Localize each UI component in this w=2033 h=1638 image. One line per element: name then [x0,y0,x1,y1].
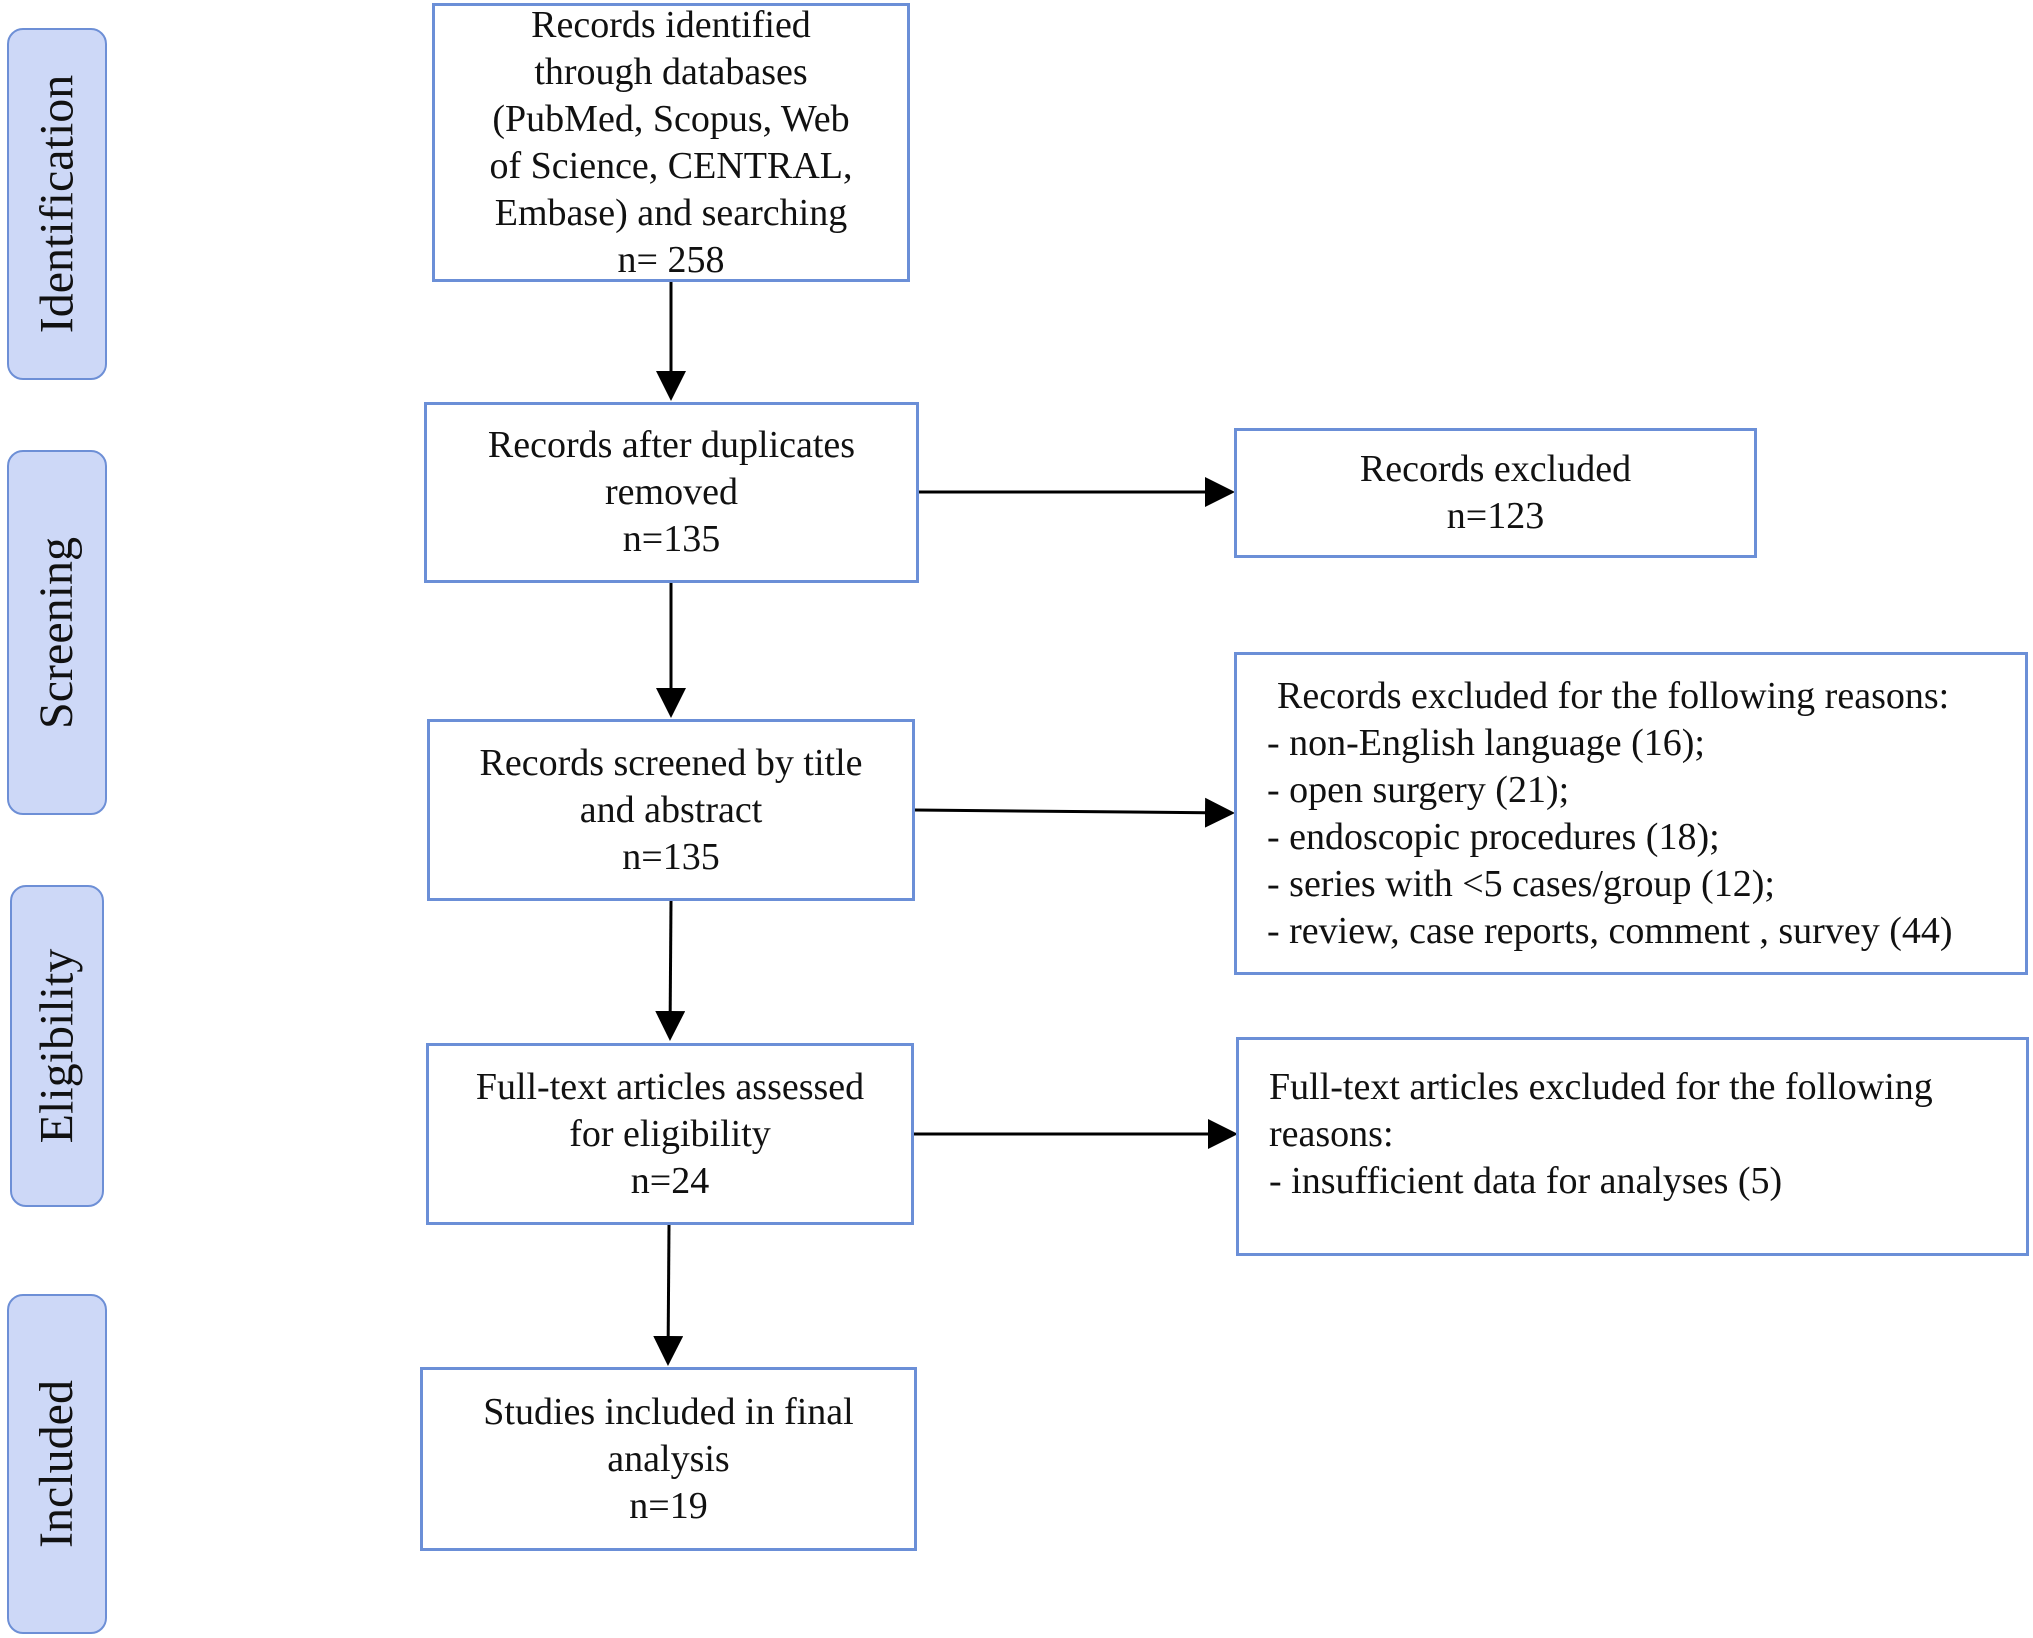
phase-identification: Identification [7,28,107,380]
box-records-identified: Records identified through databases (Pu… [432,3,910,282]
box-text-line: Records identified [531,3,811,46]
box-text-line: n=123 [1446,495,1545,537]
box-text-line: n=135 [622,835,720,878]
box-text-line: n= 258 [617,238,725,281]
box-text-line: Records screened by title [479,741,863,784]
box-text-line: of Science, CENTRAL, [489,144,853,187]
box-text-line: - insufficient data for analyses (5) [1269,1160,1783,1202]
box-text-line: Studies included in final [483,1390,854,1433]
box-text-line: for eligibility [569,1112,771,1155]
box-text-line: Records after duplicates [487,424,856,466]
arrow-screened-to-fulltext [655,900,686,1041]
box-records-screened: Records screened by title and abstract n… [427,719,915,901]
box-text-line: Full-text articles assessed [475,1065,865,1108]
box-exclusion-reasons: Records excluded for the following reaso… [1234,652,2028,975]
box-text-line: Records excluded for the following reaso… [1277,674,1950,717]
box-text-line: Embase) and searching [494,191,848,234]
box-records-excluded: Records excluded n=123 [1234,428,1757,558]
box-text-line: - series with <5 cases/group (12); [1267,862,1775,905]
box-fulltext-assessed: Full-text articles assessed for eligibil… [426,1043,914,1225]
box-text-line: reasons: [1269,1113,1394,1155]
box-text-line: n=135 [622,518,721,560]
box-fulltext-excluded: Full-text articles excluded for the foll… [1236,1037,2029,1256]
box-text-line: n=19 [629,1484,708,1527]
phase-eligibility: Eligibility [10,885,104,1207]
box-text-line: removed [605,471,738,513]
phase-screening: Screening [7,450,107,815]
box-text-line: and abstract [579,788,763,831]
box-text-line: - non-English language (16); [1267,721,1705,764]
box-text-line: Full-text articles excluded for the foll… [1269,1066,1933,1108]
box-after-duplicates: Records after duplicates removed n=135 [424,402,919,583]
box-text-line: analysis [607,1437,730,1480]
box-text-line: n=24 [630,1159,710,1202]
box-text-line: Records excluded [1359,448,1632,490]
box-text-line: (PubMed, Scopus, Web [492,97,850,140]
box-studies-included: Studies included in final analysis n=19 [420,1367,917,1551]
box-text-line: - endoscopic procedures (18); [1267,815,1720,858]
phase-included: Included [7,1294,107,1634]
box-text-line: through databases [534,50,808,93]
arrow-screened-to-reasons [914,797,1235,828]
arrow-fulltext-to-included [653,1224,684,1366]
box-text-line: - review, case reports, comment , survey… [1267,909,1953,952]
box-text-line: - open surgery (21); [1267,768,1570,811]
